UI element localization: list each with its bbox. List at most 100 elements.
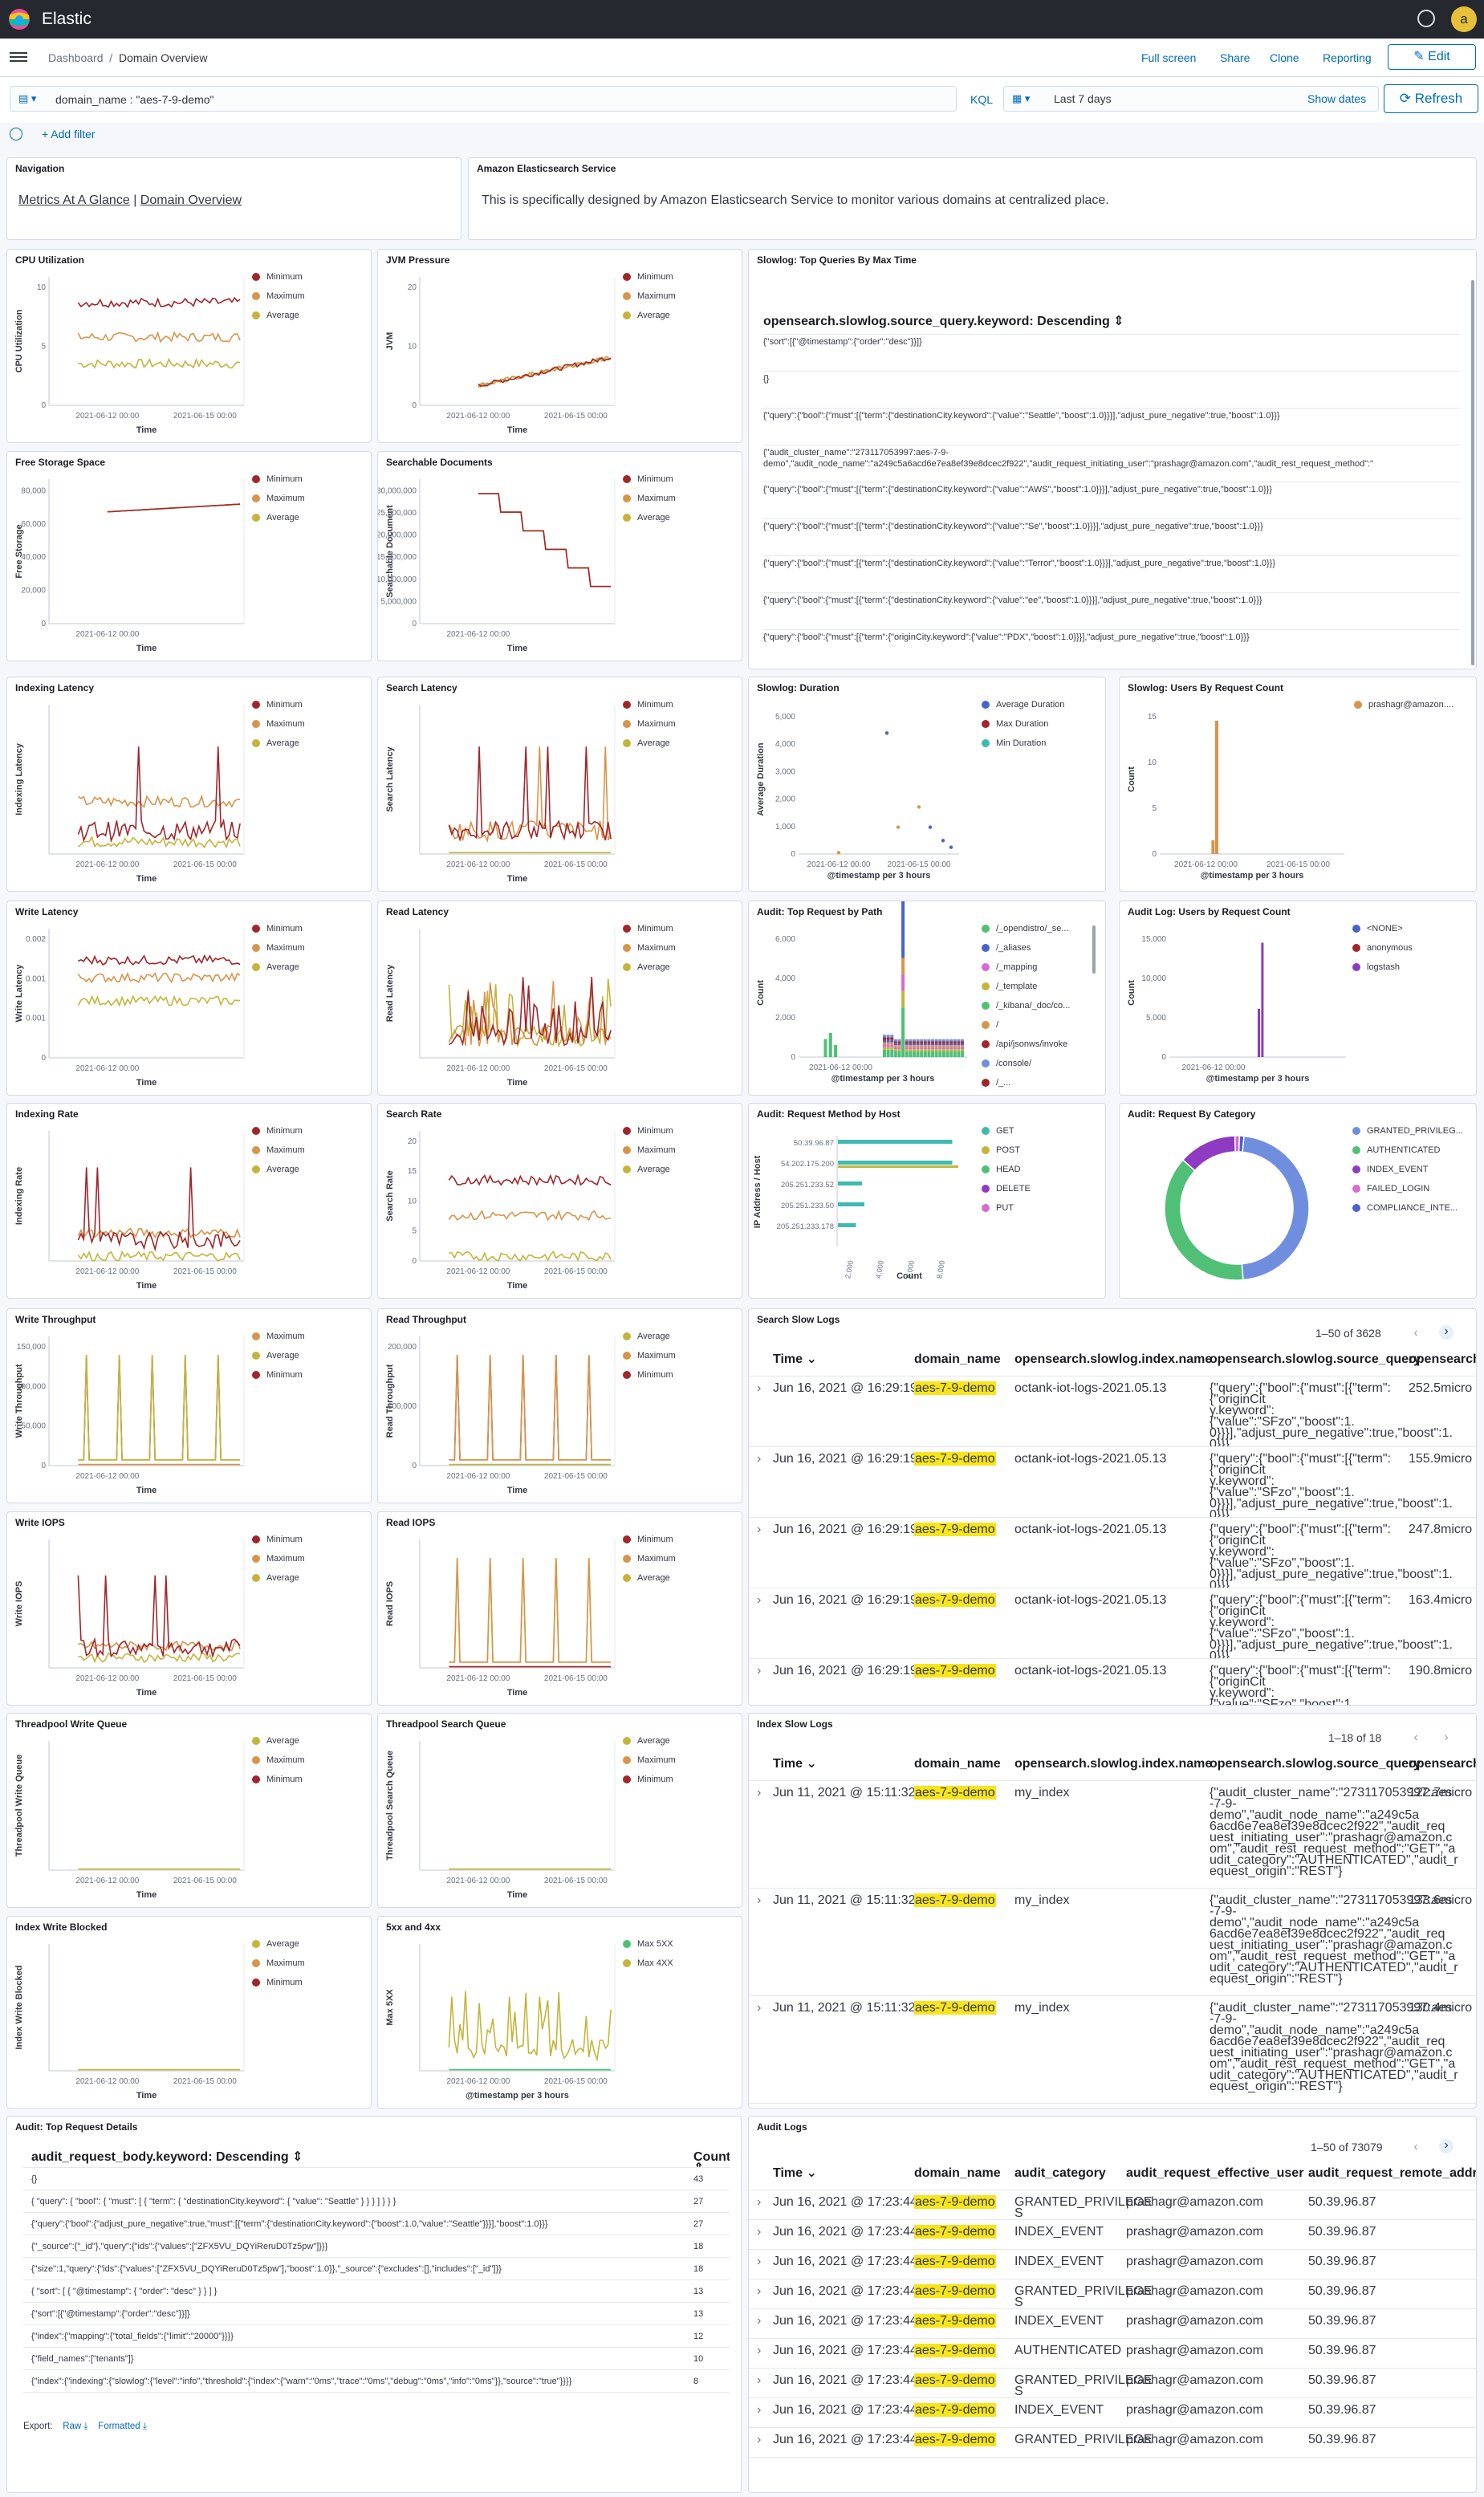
legend-item[interactable]: Average bbox=[252, 958, 305, 977]
legend-item[interactable]: anonymous bbox=[1352, 938, 1413, 958]
column-header[interactable]: Time ⌄ bbox=[773, 1757, 817, 1771]
legend-item[interactable]: /_... bbox=[982, 1073, 1070, 1092]
export-formatted-link[interactable]: Formatted ⤓ bbox=[98, 2422, 147, 2431]
legend-item[interactable]: Minimum bbox=[252, 1530, 305, 1549]
next-page-icon[interactable]: › bbox=[1439, 2139, 1454, 2153]
expand-row-icon[interactable]: › bbox=[757, 2001, 762, 2015]
expand-row-icon[interactable]: › bbox=[757, 2195, 762, 2209]
reporting-link[interactable]: Reporting bbox=[1323, 51, 1372, 64]
date-picker[interactable]: ▦ ▾ Last 7 days Show dates bbox=[1003, 86, 1379, 112]
column-header[interactable]: Time ⌄ bbox=[773, 2166, 817, 2180]
legend-item[interactable]: Maximum bbox=[623, 489, 676, 508]
query-text[interactable]: domain_name : "aes-7-9-demo" bbox=[55, 93, 214, 106]
show-dates-link[interactable]: Show dates bbox=[1307, 92, 1367, 105]
legend-item[interactable]: Maximum bbox=[623, 1346, 676, 1365]
legend-item[interactable]: Average bbox=[623, 1160, 676, 1179]
legend-item[interactable]: POST bbox=[982, 1141, 1031, 1160]
legend-item[interactable]: Maximum bbox=[623, 938, 676, 958]
column-header[interactable]: opensearch.slowlog.source_query bbox=[1210, 1757, 1421, 1771]
legend-item[interactable]: Minimum bbox=[623, 470, 676, 489]
legend-item[interactable]: Average bbox=[623, 306, 676, 325]
help-icon[interactable] bbox=[1417, 10, 1435, 27]
column-header[interactable]: Count ⇕ bbox=[693, 2150, 730, 2168]
legend-item[interactable]: Minimum bbox=[623, 695, 676, 714]
breadcrumb-dashboard[interactable]: Dashboard bbox=[48, 51, 104, 64]
prev-page-icon[interactable]: ‹ bbox=[1413, 1730, 1418, 1744]
legend-item[interactable]: Average bbox=[252, 1934, 305, 1954]
expand-row-icon[interactable]: › bbox=[757, 1381, 762, 1395]
kql-toggle[interactable]: KQL bbox=[970, 93, 994, 106]
menu-icon[interactable] bbox=[10, 50, 27, 66]
legend-item[interactable]: logstash bbox=[1352, 958, 1413, 977]
legend-item[interactable]: GRANTED_PRIVILEG... bbox=[1352, 1121, 1463, 1141]
legend-item[interactable]: PUT bbox=[982, 1198, 1031, 1218]
legend-item[interactable]: Min Duration bbox=[982, 734, 1064, 753]
legend-item[interactable]: Average bbox=[252, 508, 305, 527]
legend-item[interactable]: Maximum bbox=[252, 714, 305, 734]
expand-row-icon[interactable]: › bbox=[757, 1593, 762, 1607]
legend-item[interactable]: Average bbox=[623, 1568, 676, 1588]
legend-item[interactable]: Minimum bbox=[623, 1365, 676, 1385]
legend-item[interactable]: Minimum bbox=[252, 1365, 305, 1385]
saved-query-icon[interactable]: ▤ ▾ bbox=[18, 92, 37, 104]
share-link[interactable]: Share bbox=[1220, 51, 1250, 64]
5xx-chart[interactable]: Max 5XX@timestamp per 3 hours2021-06-12 … bbox=[378, 1917, 742, 2109]
column-header[interactable]: audit_request_remote_address bbox=[1308, 2166, 1476, 2180]
legend-item[interactable]: Minimum bbox=[252, 695, 305, 714]
column-header[interactable]: audit_request_effective_user bbox=[1126, 2166, 1304, 2180]
table-header[interactable]: opensearch.slowlog.source_query.keyword:… bbox=[763, 314, 1460, 335]
column-header[interactable]: opensearch bbox=[1409, 1352, 1477, 1366]
expand-row-icon[interactable]: › bbox=[757, 1664, 762, 1678]
legend-item[interactable]: AUTHENTICATED bbox=[1352, 1141, 1463, 1160]
scrollbar[interactable] bbox=[1471, 280, 1474, 665]
legend-item[interactable]: Minimum bbox=[623, 1530, 676, 1549]
legend-item[interactable]: Maximum bbox=[252, 1327, 305, 1346]
legend-item[interactable]: /_mapping bbox=[982, 958, 1070, 977]
expand-row-icon[interactable]: › bbox=[757, 2284, 762, 2298]
legend-item[interactable]: Average bbox=[623, 1327, 676, 1346]
audit-method-chart[interactable]: IP Address / Host50.39.96.8754.202.175.2… bbox=[749, 1104, 1106, 1299]
export-raw-link[interactable]: Raw ⤓ bbox=[63, 2422, 88, 2431]
filter-options-icon[interactable] bbox=[10, 128, 22, 140]
legend-item[interactable]: Minimum bbox=[623, 1770, 676, 1789]
column-header[interactable]: Time ⌄ bbox=[773, 1352, 817, 1366]
next-page-icon[interactable]: › bbox=[1439, 1325, 1454, 1340]
legend-item[interactable]: Average Duration bbox=[982, 695, 1064, 714]
expand-row-icon[interactable]: › bbox=[757, 2225, 762, 2239]
legend-item[interactable]: HEAD bbox=[982, 1160, 1031, 1179]
legend-item[interactable]: Minimum bbox=[252, 470, 305, 489]
expand-row-icon[interactable]: › bbox=[757, 1452, 762, 1466]
legend-item[interactable]: /_kibana/_doc/co... bbox=[982, 996, 1070, 1015]
legend-item[interactable]: Maximum bbox=[623, 714, 676, 734]
edit-button[interactable]: ✎ Edit bbox=[1388, 44, 1476, 70]
legend-item[interactable]: Average bbox=[623, 1731, 676, 1751]
column-header[interactable]: domain_name bbox=[914, 2166, 1001, 2180]
storage-chart[interactable]: Free StorageTime020,00040,00060,00080,00… bbox=[7, 452, 372, 661]
clone-link[interactable]: Clone bbox=[1270, 51, 1299, 64]
legend-item[interactable]: Max Duration bbox=[982, 714, 1064, 734]
legend-item[interactable]: prashagr@amazon.... bbox=[1354, 695, 1454, 714]
column-header[interactable]: domain_name bbox=[914, 1757, 1001, 1771]
expand-row-icon[interactable]: › bbox=[757, 2373, 762, 2387]
refresh-button[interactable]: ⟳ Refresh bbox=[1384, 84, 1478, 113]
legend-item[interactable]: <NONE> bbox=[1352, 919, 1413, 938]
prev-page-icon[interactable]: ‹ bbox=[1413, 1326, 1418, 1340]
legend-item[interactable]: /api/jsonws/invoke bbox=[982, 1035, 1070, 1054]
expand-row-icon[interactable]: › bbox=[757, 2314, 762, 2328]
column-header[interactable]: audit_category bbox=[1014, 2166, 1106, 2180]
legend-item[interactable]: COMPLIANCE_INTE... bbox=[1352, 1198, 1463, 1218]
legend-item[interactable]: Maximum bbox=[252, 1751, 305, 1770]
